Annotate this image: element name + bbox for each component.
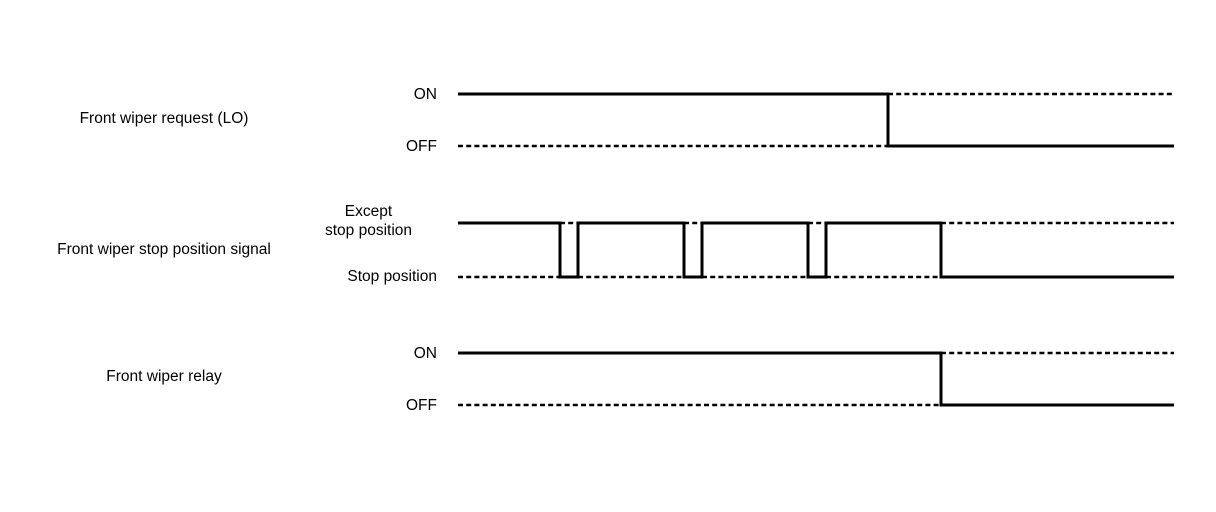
signal-label-text: Front wiper request (LO) (79, 110, 249, 127)
state-label-text-line2: stop position (324, 222, 413, 240)
state-label-text: ON (413, 86, 437, 103)
state-label-text: Stop position (347, 268, 437, 285)
state-label-text: OFF (406, 397, 437, 414)
waveform-trace (458, 351, 1174, 407)
state-label-text: OFF (406, 138, 437, 155)
state-label-text: ON (413, 345, 437, 362)
state-label-relay-off: OFF (300, 396, 437, 415)
signal-label-text: Front wiper stop position signal (57, 241, 271, 258)
signal-label-front-wiper-relay: Front wiper relay (0, 367, 328, 386)
waveform-front-wiper-stop-position-signal (458, 221, 1174, 279)
waveform-trace (458, 92, 1174, 148)
signal-label-front-wiper-stop-position-signal: Front wiper stop position signal (0, 240, 328, 259)
signal-label-front-wiper-request-lo: Front wiper request (LO) (0, 109, 328, 128)
state-label-stop-position: Stop position (290, 267, 437, 286)
waveform-front-wiper-request-lo (458, 92, 1174, 148)
state-label-request-off: OFF (300, 137, 437, 156)
waveform-trace (458, 221, 1174, 279)
state-label-request-on: ON (300, 85, 437, 104)
state-label-relay-on: ON (300, 344, 437, 363)
state-label-except-stop-position: Except stop position (300, 202, 437, 241)
signal-label-text: Front wiper relay (106, 368, 222, 385)
waveform-front-wiper-relay (458, 351, 1174, 407)
state-label-text-line1: Except (344, 203, 393, 220)
